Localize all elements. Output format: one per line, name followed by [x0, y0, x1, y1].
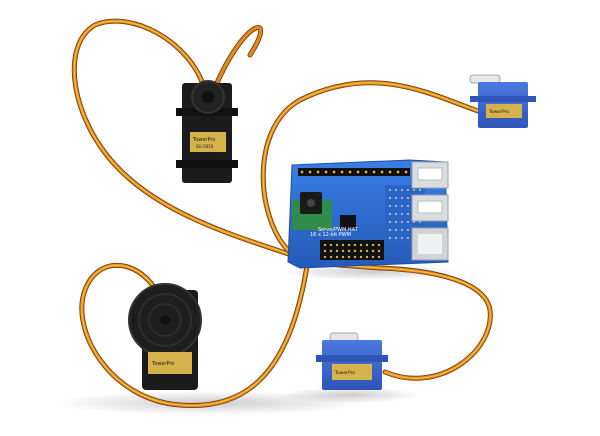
- micro-servo-bottom: TowerPro: [316, 332, 388, 390]
- servo-label-text-micro-bottom: TowerPro: [334, 370, 355, 376]
- servo-label-text-top: TowerPro: [192, 137, 215, 143]
- servo-label-top: [190, 132, 226, 152]
- floor-shadow-board: [280, 264, 460, 280]
- standard-servo-bottom: TowerPro: [128, 283, 202, 390]
- servo-label-text-micro-top: TowerPro: [488, 109, 509, 115]
- pwm-chip: [340, 215, 356, 229]
- servo-cable-top-right-micro: [260, 80, 493, 265]
- board-silkscreen-line1: 16 x 12-bit PWM: [310, 232, 351, 238]
- gpio-header: [298, 168, 410, 176]
- board-silkscreen-line2: Servo/PWM HAT: [318, 227, 359, 233]
- servo-pwm-hat-board: 16 x 12-bit PWM Servo/PWM HAT: [287, 159, 449, 269]
- servo-headers: [320, 240, 384, 260]
- standard-servo-top: TowerPro SG-5010: [176, 80, 238, 183]
- servo-model-text-top: SG-5010: [196, 144, 214, 149]
- floor-shadow-micro: [280, 387, 420, 403]
- micro-servo-top-right: TowerPro: [469, 74, 536, 128]
- servo-label-text-bottom: TowerPro: [151, 361, 174, 367]
- servo-label-bottom: [148, 352, 192, 374]
- servo-cable-top-left: [71, 18, 303, 261]
- servo-cable-bottom-left: [79, 259, 313, 409]
